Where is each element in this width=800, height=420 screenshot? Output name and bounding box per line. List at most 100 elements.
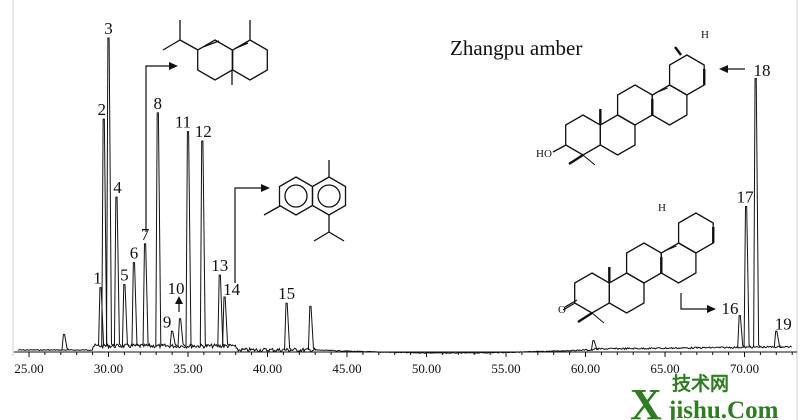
peak-label: 10 xyxy=(168,279,185,298)
x-tick-label: 55.00 xyxy=(491,361,520,376)
bond xyxy=(552,144,567,153)
bond xyxy=(577,311,593,324)
ring xyxy=(232,39,268,81)
arrowhead xyxy=(719,65,728,73)
peak-label: 9 xyxy=(163,312,172,331)
amyrone-structure xyxy=(562,212,715,324)
peak-9 xyxy=(169,330,178,347)
x-tick-label: 30.00 xyxy=(94,361,123,376)
cadinene-structure xyxy=(162,20,268,85)
bond xyxy=(582,154,596,166)
peak-8 xyxy=(155,112,164,347)
peak-label: 3 xyxy=(104,19,113,38)
x-tick-label: 25.00 xyxy=(14,361,43,376)
bond xyxy=(263,205,281,216)
peak-18 xyxy=(753,78,761,348)
bond xyxy=(328,231,345,242)
peak-13 xyxy=(217,274,226,347)
ring xyxy=(565,114,601,156)
peak-19 xyxy=(773,330,782,348)
ring xyxy=(625,242,662,284)
peak-label: 19 xyxy=(775,314,792,333)
aromatic-ring xyxy=(284,184,308,208)
peak-label: 5 xyxy=(120,265,129,284)
amyrin-structure xyxy=(552,46,706,166)
peak-label: 16 xyxy=(722,299,739,318)
peak-label: 14 xyxy=(223,280,241,299)
peak-4 xyxy=(113,196,122,347)
watermark-text: jishu.Com xyxy=(667,397,779,420)
peak-1 xyxy=(98,287,106,347)
bond xyxy=(568,153,584,166)
annotation-arrows xyxy=(145,62,745,313)
peak-label: 15 xyxy=(278,284,295,303)
x-tick-label: 50.00 xyxy=(412,361,441,376)
arrowhead xyxy=(169,62,178,70)
bond xyxy=(564,299,578,308)
atom-o: O xyxy=(558,304,566,316)
x-tick-label: 40.00 xyxy=(253,361,282,376)
atom-h: H xyxy=(701,29,709,41)
peak-6 xyxy=(131,262,140,347)
chart-title: Zhangpu amber xyxy=(450,36,582,60)
peak-label: 13 xyxy=(211,256,228,275)
arrowhead xyxy=(707,305,716,313)
ring xyxy=(677,212,714,254)
arrowhead xyxy=(175,296,183,304)
bond xyxy=(562,302,576,311)
bond xyxy=(313,231,330,242)
x-tick-label: 35.00 xyxy=(173,361,202,376)
peak-12 xyxy=(199,140,208,347)
ring xyxy=(616,84,653,126)
peak-14 xyxy=(222,296,230,347)
bond xyxy=(162,39,181,51)
peak-15 xyxy=(284,302,292,351)
peak xyxy=(590,340,599,351)
peak-3 xyxy=(106,37,114,347)
bond xyxy=(674,46,682,56)
peak-2 xyxy=(101,118,110,347)
peak-label: 4 xyxy=(113,178,122,197)
peak xyxy=(307,305,316,351)
watermark-cn: 技术网 xyxy=(672,372,729,395)
peak-10 xyxy=(177,318,186,347)
x-tick-label: 70.00 xyxy=(730,361,759,376)
bond xyxy=(179,39,199,51)
arrow-peak16 xyxy=(680,293,708,310)
bond xyxy=(202,40,220,48)
arrow-peak14 xyxy=(234,187,262,283)
x-tick-label: 65.00 xyxy=(650,361,679,376)
bond xyxy=(235,42,249,49)
atom-h: H xyxy=(658,202,666,214)
peak-11 xyxy=(185,131,194,347)
bond xyxy=(664,245,677,252)
peak-label: 7 xyxy=(141,225,150,244)
ring xyxy=(197,39,233,81)
peak xyxy=(61,333,70,351)
ring xyxy=(660,242,697,284)
watermark: 技术网 X jishu.Com xyxy=(630,372,779,420)
watermark-x: X xyxy=(630,380,662,420)
ring xyxy=(599,114,636,156)
peak-16 xyxy=(737,315,746,348)
aromatic-ring xyxy=(317,184,341,208)
ring xyxy=(668,54,705,96)
cadalene-structure xyxy=(263,160,347,242)
peak-label: 1 xyxy=(93,269,102,288)
peak-label: 8 xyxy=(154,94,163,113)
peak-label: 6 xyxy=(130,244,139,263)
peak-label: 11 xyxy=(175,113,191,132)
bond xyxy=(655,87,668,94)
peak-label: 18 xyxy=(754,61,771,80)
x-tick-label: 60.00 xyxy=(571,361,600,376)
chromatogram-trace xyxy=(17,37,792,355)
peak-label: 17 xyxy=(737,187,755,206)
peak-label: 12 xyxy=(195,122,212,141)
ring xyxy=(574,272,610,314)
arrow-peak7 xyxy=(145,65,170,232)
peak-17 xyxy=(743,205,752,348)
